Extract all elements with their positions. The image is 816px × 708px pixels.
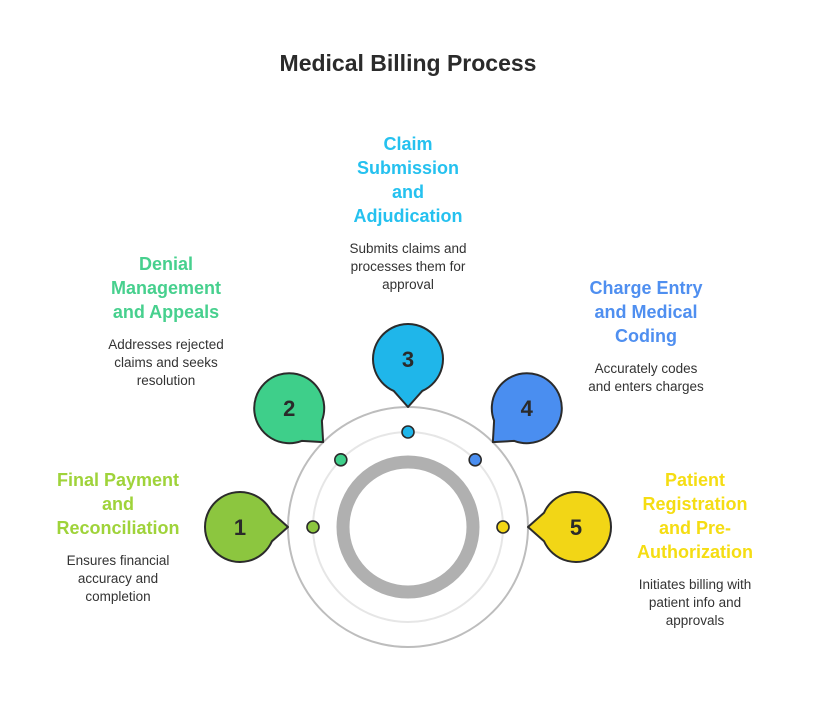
step-bubble-4: 4 <box>490 372 563 445</box>
step-title-line: Reconciliation <box>56 518 180 538</box>
step-description-line: approval <box>382 277 434 292</box>
speech-bubble-shape <box>253 372 326 445</box>
step-description-line: Ensures financial <box>66 553 170 568</box>
step-title-line: Patient <box>664 470 725 490</box>
step-description-line: Initiates billing with <box>638 577 752 592</box>
step-title-line: Submission <box>356 158 459 178</box>
step-number: 4 <box>521 396 534 421</box>
step-number: 3 <box>402 347 414 372</box>
step-title-line: and <box>391 182 424 202</box>
step-title-line: Registration <box>642 494 748 514</box>
step-marker-dot-3 <box>401 425 415 439</box>
step-title-line: Adjudication <box>353 206 463 226</box>
diagram-title: Medical Billing Process <box>279 50 537 76</box>
step-description: Accurately codes and enters charges <box>566 360 726 396</box>
step-number: 5 <box>570 515 582 540</box>
step-title-line: and Appeals <box>112 302 220 322</box>
step-description: Submits claims and processes them for appr… <box>328 240 488 294</box>
speech-bubble-shape <box>204 491 289 563</box>
step-description-line: processes them for <box>350 259 466 274</box>
step-title-line: Authorization <box>637 542 753 562</box>
step-title-line: Coding <box>615 326 677 346</box>
step-description-line: Accurately codes <box>594 361 698 376</box>
step-description-line: completion <box>85 589 151 604</box>
step-marker-dot-5 <box>496 520 510 534</box>
step-marker-dot-1 <box>306 520 320 534</box>
step-description-line: Submits claims and <box>349 241 467 256</box>
step-description-line: patient info and <box>648 595 742 610</box>
speech-bubble-shape <box>490 372 563 445</box>
step-marker-dot-2 <box>334 453 348 467</box>
speech-bubble-shape <box>372 323 444 408</box>
step-bubble-5: 5 <box>527 491 612 563</box>
step-marker-dot-4 <box>468 453 482 467</box>
step-bubble-2: 2 <box>253 372 326 445</box>
step-title-line: and <box>101 494 134 514</box>
step-title-line: Denial <box>138 254 194 274</box>
step-description-line: and enters charges <box>588 379 704 394</box>
step-description-line: claims and seeks <box>114 355 218 370</box>
step-title-line: Management <box>110 278 222 298</box>
step-number: 2 <box>283 396 295 421</box>
step-description: Addresses rejected claims and seeks resolu… <box>86 336 246 390</box>
step-description-line: resolution <box>136 373 196 388</box>
step-title-line: Final Payment <box>56 470 180 490</box>
step-number: 1 <box>234 515 246 540</box>
step-bubble-1: 1 <box>204 491 289 563</box>
outer-ring <box>287 406 529 648</box>
center-ring <box>336 455 480 599</box>
step-description-line: Addresses rejected <box>108 337 224 352</box>
step-description-line: accuracy and <box>77 571 159 586</box>
step-bubble-3: 3 <box>372 323 444 408</box>
step-title-line: and Medical <box>594 302 698 322</box>
step-description: Initiates billing with patient info and ap… <box>615 576 775 630</box>
step-title-line: and Pre- <box>658 518 732 538</box>
step-title-line: Charge Entry <box>589 278 703 298</box>
step-description: Ensures financial accuracy and completion <box>38 552 198 606</box>
step-description-line: approvals <box>665 613 725 628</box>
step-title-line: Claim <box>383 134 433 154</box>
speech-bubble-shape <box>527 491 612 563</box>
